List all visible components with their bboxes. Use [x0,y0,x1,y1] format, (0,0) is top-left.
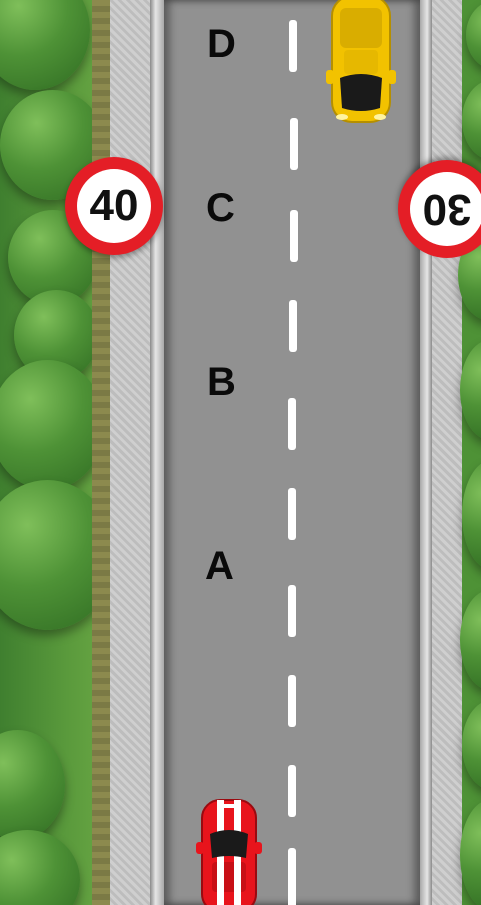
tree [460,590,481,690]
centre-line-dash [289,300,297,352]
position-label-a: A [205,544,235,588]
centre-line-dash [290,118,298,170]
tree [466,0,481,70]
centre-line-dash [288,848,296,905]
kerb-left [150,0,164,905]
position-label-d: D [207,22,237,66]
position-label-b: B [207,360,237,404]
centre-line-dash [288,488,296,540]
position-label-c: C [206,186,236,230]
speed-limit-sign-left: 40 [65,157,163,255]
tree [462,700,481,790]
tree [460,340,481,440]
centre-line-dash [289,20,297,72]
hedge-strip-left [92,0,110,905]
speed-limit-value-left: 40 [77,169,151,243]
kerb-right [420,0,432,905]
centre-line-dash [288,585,296,637]
centre-line-dash [288,765,296,817]
player-red-car [196,799,262,905]
oncoming-yellow-car [326,0,396,123]
centre-line-dash [288,398,296,450]
tree [462,80,481,160]
tree [0,360,105,490]
speed-limit-value-right: 30 [410,172,481,246]
pavement-left [110,0,154,905]
centre-line-dash [288,675,296,727]
centre-line-dash [290,210,298,262]
tree [460,800,481,905]
tree [462,460,481,570]
pavement-right [432,0,466,905]
